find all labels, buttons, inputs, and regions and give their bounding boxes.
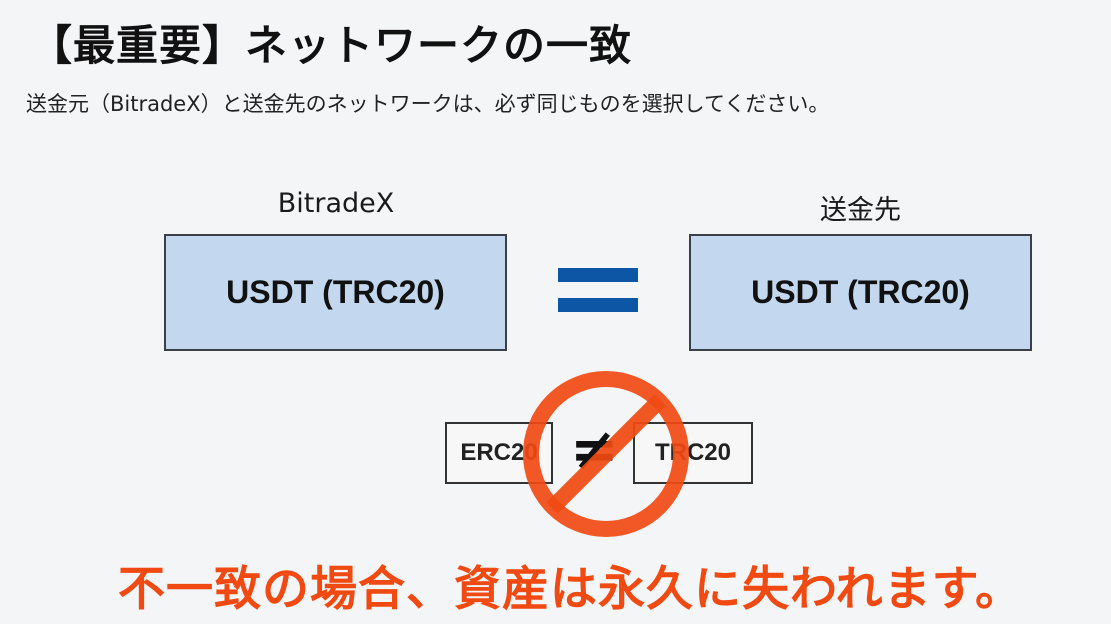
mismatch-right-box: TRC20 <box>633 422 753 484</box>
page-title: 【最重要】ネットワークの一致 <box>30 21 633 70</box>
right-network-box: USDT (TRC20) <box>689 234 1032 351</box>
right-network-text: USDT (TRC20) <box>751 274 970 310</box>
left-network-box: USDT (TRC20) <box>164 234 507 351</box>
page-subtitle: 送金元（BitradeX）と送金先のネットワークは、必ず同じものを選択してくださ… <box>26 92 830 116</box>
prohibited-icon <box>523 371 689 537</box>
left-network-text: USDT (TRC20) <box>226 274 445 310</box>
warning-text: 不一致の場合、資産は永久に失われます。 <box>118 562 1023 617</box>
right-label: 送金先 <box>820 195 901 226</box>
mismatch-right-text: TRC20 <box>654 439 732 466</box>
left-label: BitradeX <box>277 188 395 219</box>
